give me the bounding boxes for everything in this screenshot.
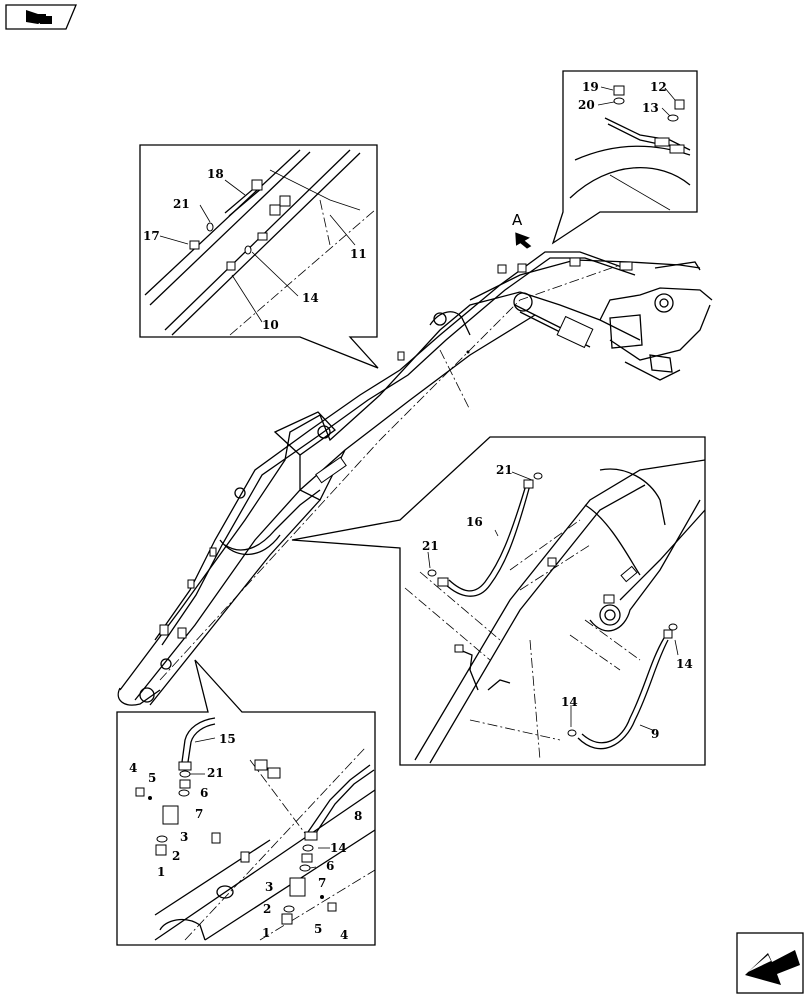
callout-21: 21 [173, 197, 190, 211]
callout-13: 13 [642, 101, 659, 115]
callout-5-right: 5 [314, 922, 322, 936]
callout-3-left: 3 [180, 830, 188, 844]
callout-21-top: 21 [496, 463, 513, 477]
callout-18: 18 [207, 167, 224, 181]
callout-2-left: 2 [172, 849, 180, 863]
callout-12: 12 [650, 80, 667, 94]
callout-21-left: 21 [422, 539, 439, 553]
callout-8: 8 [354, 809, 362, 823]
boom-arm-assembly [117, 251, 713, 706]
next-page-arrow-icon[interactable] [736, 932, 804, 994]
callout-14-bl: 14 [330, 841, 347, 855]
callout-4-right: 4 [340, 928, 348, 942]
callout-6-left: 6 [200, 786, 208, 800]
detail-view-mid-right [291, 436, 706, 766]
callout-5-left: 5 [148, 771, 156, 785]
callout-21-bl: 21 [207, 766, 224, 780]
view-a-label: A [512, 211, 523, 229]
detail-view-top-left [139, 144, 379, 369]
detail-view-top-right [551, 70, 698, 245]
detail-view-bottom-left [116, 659, 376, 946]
callout-15: 15 [219, 732, 236, 746]
callout-14: 14 [302, 291, 319, 305]
callout-2-right: 2 [263, 902, 271, 916]
callout-1-right: 1 [262, 926, 270, 940]
callout-3-right: 3 [265, 880, 273, 894]
callout-7-right: 7 [318, 876, 326, 890]
callout-14-bottom: 14 [561, 695, 578, 709]
callout-20: 20 [578, 98, 595, 112]
view-a-arrow-icon [515, 232, 532, 249]
callout-7-left: 7 [195, 807, 203, 821]
callout-11: 11 [350, 247, 367, 261]
callout-17: 17 [143, 229, 160, 243]
callout-16: 16 [466, 515, 483, 529]
callout-9: 9 [651, 727, 659, 741]
callout-4-left: 4 [129, 761, 137, 775]
navigation-tag-icon[interactable] [5, 4, 77, 30]
callout-1-left: 1 [157, 865, 165, 879]
callout-19: 19 [582, 80, 599, 94]
callout-6-right: 6 [326, 859, 334, 873]
callout-10: 10 [262, 318, 279, 332]
callout-14-right: 14 [676, 657, 693, 671]
